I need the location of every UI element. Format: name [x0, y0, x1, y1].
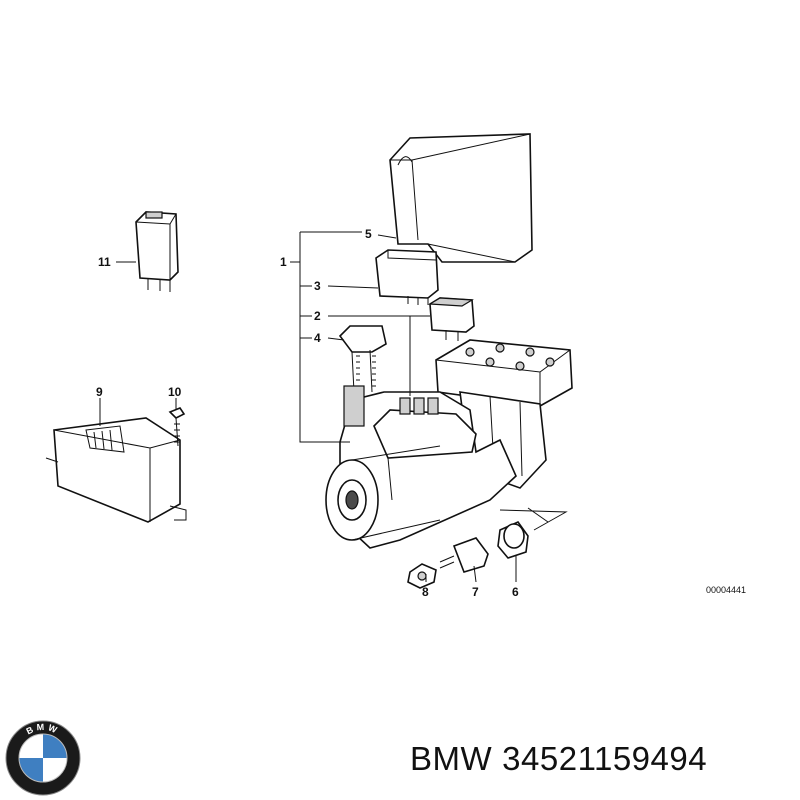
- hydraulic-unit: [325, 339, 573, 549]
- svg-text:BMW: BMW: [25, 722, 62, 737]
- callout-10: 10: [168, 385, 182, 399]
- part-5-cover: [389, 133, 533, 263]
- callout-4: 4: [314, 331, 321, 345]
- part-6-sleeve: [497, 521, 529, 559]
- bmw-logo: BMW: [5, 720, 81, 796]
- callout-11: 11: [98, 255, 111, 269]
- brand-name: BMW: [410, 740, 493, 777]
- logo-text: BMW: [25, 722, 59, 737]
- part-4-clamp: [338, 325, 387, 393]
- part-7-valve: [439, 537, 489, 573]
- part-number: 34521159494: [502, 740, 708, 777]
- part-10-screw: [168, 407, 186, 447]
- callout-2: 2: [314, 309, 321, 323]
- part-2-relay: [428, 297, 475, 341]
- callout-6: 6: [512, 585, 519, 599]
- part-11-relay: [135, 211, 179, 292]
- callout-1: 1: [280, 255, 287, 269]
- callout-8: 8: [422, 585, 429, 599]
- callout-7: 7: [472, 585, 479, 599]
- part-8-nut: [407, 563, 437, 589]
- part-3-relay: [375, 249, 439, 305]
- part-9-control-unit: [45, 417, 187, 523]
- callout-9: 9: [96, 385, 103, 399]
- drawing-number: 00004441: [706, 585, 746, 595]
- leader-lines: [99, 231, 568, 583]
- callout-5: 5: [365, 227, 372, 241]
- callout-3: 3: [314, 279, 321, 293]
- callout-labels: 1 2 3 4 5 6 7 8 9 10 11 00004441: [96, 227, 746, 599]
